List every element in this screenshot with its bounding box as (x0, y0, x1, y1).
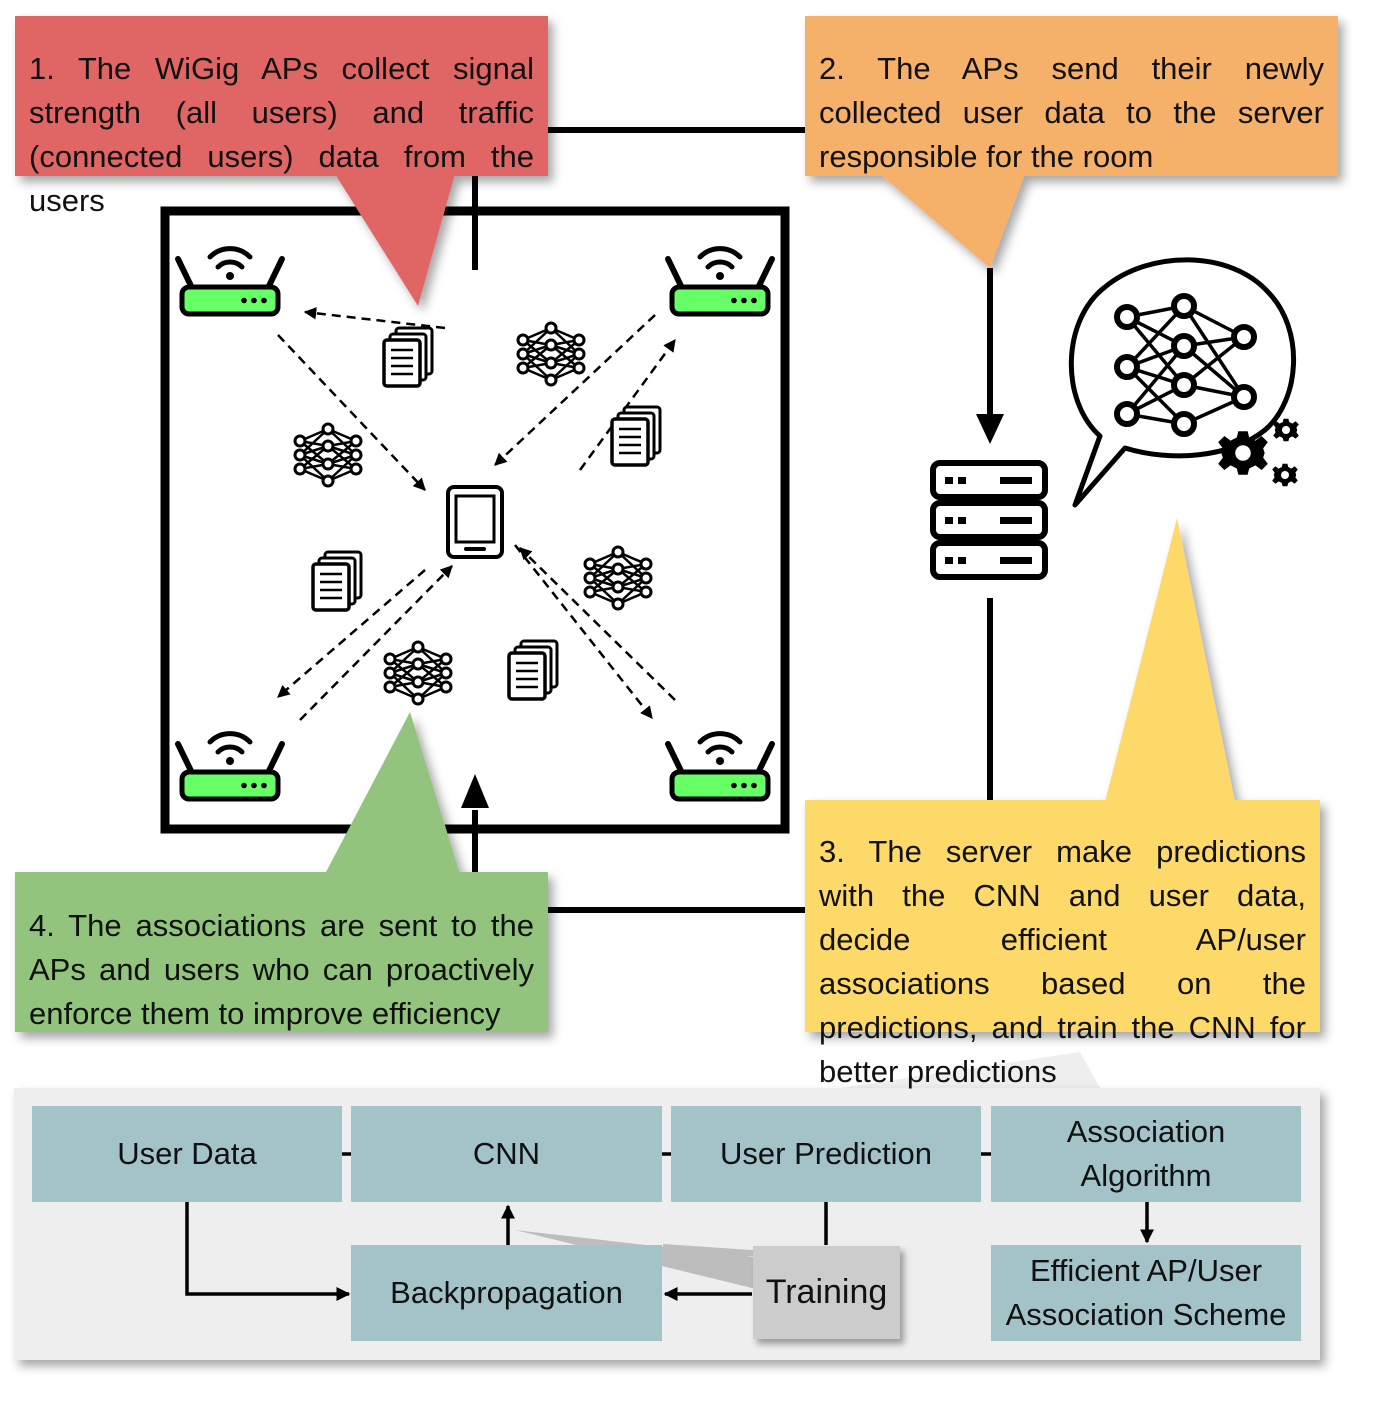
step2-callout: 2. The APs send their newly collected us… (819, 51, 1324, 174)
step4-callout-shape (15, 712, 548, 1032)
step1-callout-shape (15, 16, 548, 306)
signal-arrows (277, 307, 677, 721)
callout-shapes (15, 16, 1338, 1032)
user-prediction-box: User Prediction (671, 1106, 981, 1202)
neural-network-icon (383, 640, 453, 706)
cnn-box: CNN (351, 1106, 662, 1202)
step3-callout: 3. The server make predictions with the … (819, 834, 1306, 1089)
neural-network-icon (583, 545, 653, 611)
connection-lines (472, 127, 993, 913)
server-to-room-arrowhead (461, 774, 489, 808)
step1-callout: 1. The WiGig APs collect signal strength… (29, 51, 534, 218)
neural-network-icon (1114, 293, 1257, 437)
wifi-router-icon (178, 734, 282, 799)
tablet-icon (446, 485, 504, 559)
step3-callout-shape (805, 518, 1320, 1032)
step4-callout: 4. The associations are sent to the APs … (29, 908, 534, 1031)
neural-network-icon (293, 422, 363, 488)
documents-icon (610, 405, 662, 467)
documents-icon (507, 639, 559, 701)
association-algorithm-box: Association Algorithm (991, 1106, 1301, 1202)
efficient-scheme-box: Efficient AP/User Association Scheme (991, 1245, 1301, 1341)
zoom-wedge (840, 1052, 1100, 1088)
room-boundary (160, 206, 790, 834)
step2-callout-shape (805, 16, 1338, 268)
user-data-box: User Data (32, 1106, 342, 1202)
wifi-router-icon (178, 249, 282, 314)
documents-icon (382, 326, 434, 388)
wifi-router-icon (668, 249, 772, 314)
server-rack-icon (930, 460, 1048, 580)
wifi-router-icon (668, 734, 772, 799)
backpropagation-box: Backpropagation (351, 1245, 662, 1341)
documents-icon (311, 550, 363, 612)
neural-network-icon (516, 321, 586, 387)
training-box: Training (753, 1246, 900, 1339)
ap-to-server-arrowhead (976, 414, 1004, 444)
